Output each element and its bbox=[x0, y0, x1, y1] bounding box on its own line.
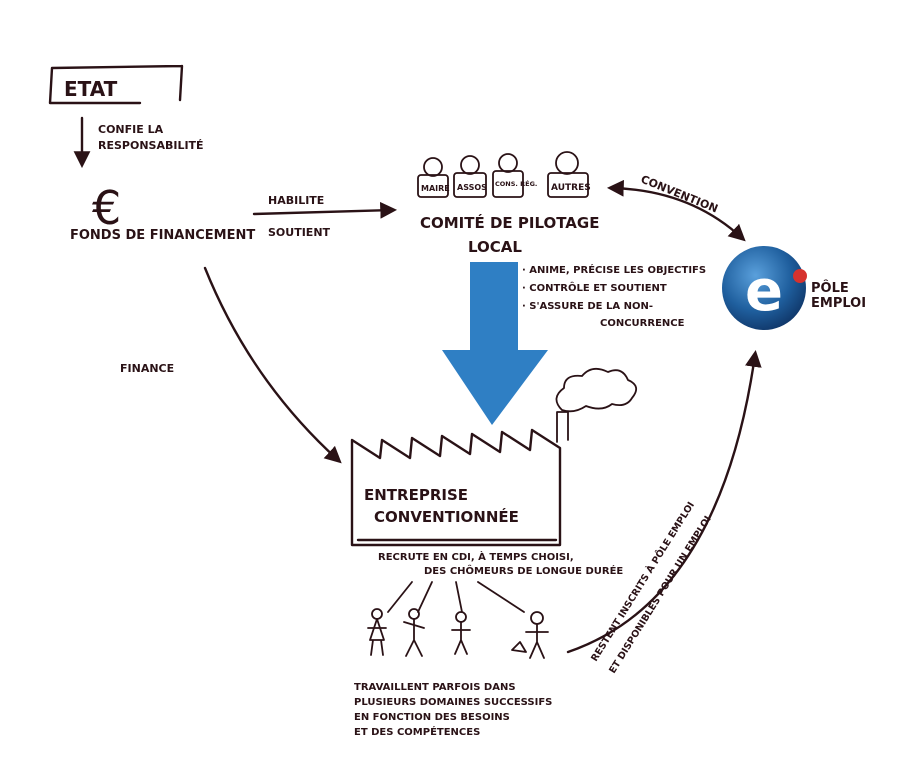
member-maire-label: Maire bbox=[421, 184, 450, 193]
blue-arrow-down bbox=[442, 262, 548, 425]
worker-1-icon bbox=[367, 608, 387, 656]
euro-icon: € bbox=[92, 181, 121, 235]
habilite-label: Habilite bbox=[268, 194, 324, 207]
comite-member-autres: Autres bbox=[547, 151, 591, 198]
worker-2-icon bbox=[403, 608, 425, 657]
restent-line2: et disponibles pour un emploi bbox=[607, 514, 714, 676]
pole-emploi-line2: Emploi bbox=[811, 296, 866, 311]
etat-box: Etat bbox=[48, 64, 184, 105]
finance-label: Finance bbox=[120, 362, 174, 375]
recrute-line2: des chômeurs de longue durée bbox=[424, 564, 623, 577]
entreprise-line1: Entreprise bbox=[364, 486, 468, 504]
travaillent-line3: en fonction des besoins bbox=[354, 712, 510, 723]
comite-member-maire: Maire bbox=[417, 157, 450, 198]
role-3: · S'assure de la non- bbox=[522, 301, 653, 312]
role-4: concurrence bbox=[600, 318, 685, 329]
worker-4-icon bbox=[511, 611, 549, 659]
role-1: · Anime, précise les objectifs bbox=[522, 263, 706, 276]
worker-links bbox=[387, 581, 525, 613]
pole-emploi-e-icon: e bbox=[745, 259, 783, 324]
pole-emploi-line1: Pôle bbox=[811, 280, 849, 296]
comite-title-line1: Comité de pilotage bbox=[420, 213, 599, 232]
fonds-label: Fonds de financement bbox=[70, 228, 255, 243]
member-cons-reg-label: Cons. Rég. bbox=[495, 179, 537, 188]
arrow-fonds-to-comite bbox=[252, 201, 398, 219]
travaillent-line4: et des compétences bbox=[354, 725, 480, 738]
arrow-finance bbox=[203, 266, 342, 464]
factory: Entreprise conventionnée bbox=[350, 367, 638, 547]
entreprise-line2: conventionnée bbox=[374, 507, 519, 526]
arrow-restent bbox=[566, 350, 762, 654]
role-2: · Contrôle et soutient bbox=[522, 281, 667, 294]
confie-line1: Confie la bbox=[98, 123, 164, 136]
comite-member-assos: Assos bbox=[453, 155, 487, 198]
restent-line1: Restent inscrits à Pôle emploi bbox=[588, 500, 697, 664]
pole-emploi-red-dot bbox=[793, 269, 807, 283]
travaillent-line1: Travaillent parfois dans bbox=[354, 682, 516, 693]
pole-emploi-logo: e Pôle Emploi bbox=[722, 246, 866, 330]
travaillent-line2: plusieurs domaines successifs bbox=[354, 697, 552, 708]
confie-line2: responsabilité bbox=[98, 139, 204, 152]
comite-members: Maire Assos Cons. Rég. Autres bbox=[417, 151, 591, 198]
pole-emploi-globe bbox=[722, 246, 806, 330]
comite-member-cons-reg: Cons. Rég. bbox=[492, 153, 537, 198]
recrute-line1: Recrute en CDI, à temps choisi, bbox=[378, 550, 574, 563]
member-assos-label: Assos bbox=[457, 183, 487, 192]
member-autres-label: Autres bbox=[551, 183, 591, 193]
convention-label: Convention bbox=[639, 173, 720, 216]
worker-3-icon bbox=[451, 611, 471, 655]
etat-label: Etat bbox=[64, 77, 118, 101]
arrow-convention bbox=[606, 179, 746, 242]
comite-title-line2: local bbox=[468, 238, 522, 256]
soutient-label: soutient bbox=[268, 226, 331, 239]
